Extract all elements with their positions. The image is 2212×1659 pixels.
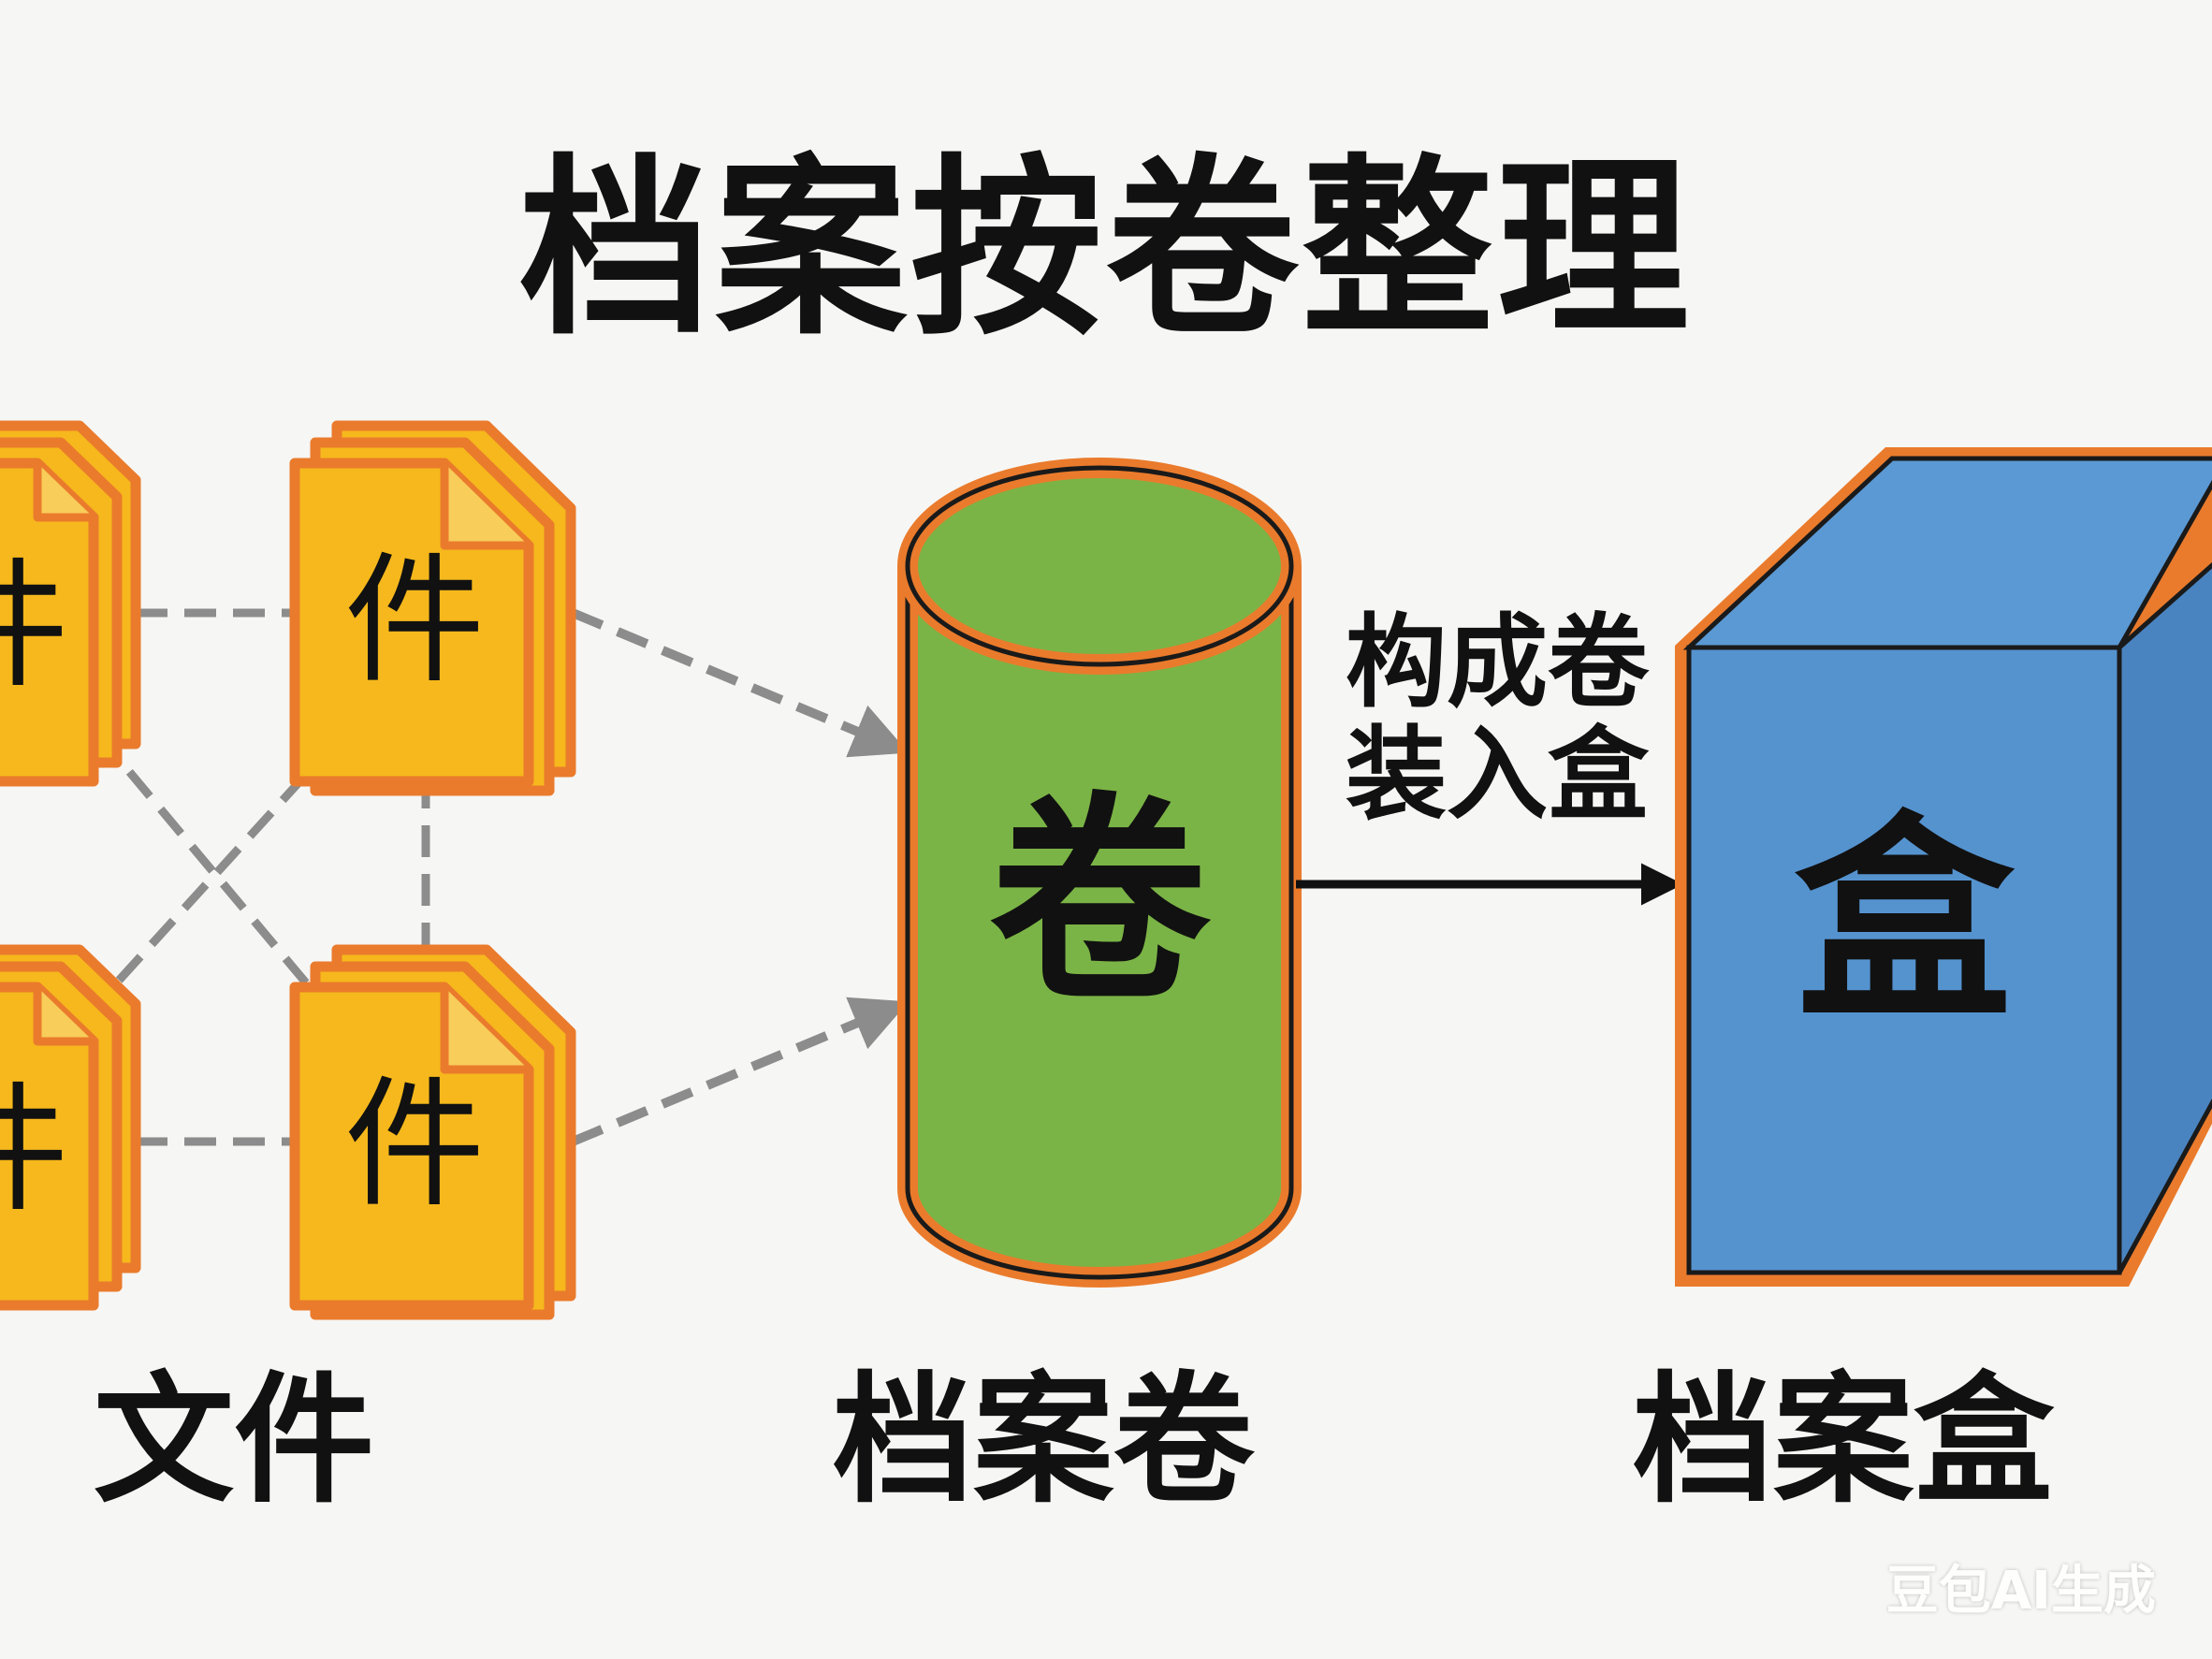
box-front	[1686, 645, 2122, 1275]
document-top-right: 件	[289, 420, 576, 796]
document-glyph: 件	[0, 545, 68, 707]
document-to-volume-arrows	[571, 608, 910, 1146]
box-glyph: 盒	[1795, 793, 2016, 1049]
volume-glyph: 卷	[990, 775, 1212, 1030]
arrow-label-line-2: 装入盒	[1346, 717, 1650, 834]
caption-box: 档案盒	[1633, 1360, 2055, 1522]
document-top-left: 件	[0, 420, 141, 787]
caption-volume: 档案卷	[833, 1360, 1255, 1522]
arrow-bottom-doc-to-volume	[571, 997, 910, 1146]
document-glyph: 件	[0, 1069, 68, 1231]
document-glyph: 件	[344, 540, 485, 703]
arrow-label-line-1: 构成卷	[1346, 604, 1650, 721]
watermark: 豆包AI生成	[1885, 1561, 2156, 1622]
link-diagonal-b	[113, 773, 308, 986]
link-diagonal-a	[95, 732, 317, 995]
caption-documents: 文件	[94, 1360, 375, 1522]
arrow-top-doc-to-volume	[571, 608, 910, 758]
volume-cylinder: 卷	[897, 458, 1302, 1288]
document-glyph: 件	[344, 1064, 485, 1227]
document-links	[95, 608, 430, 1146]
arrow-label: 构成卷 装入盒	[1346, 604, 1650, 834]
archive-box: 盒	[1675, 447, 2212, 1287]
box-side	[2117, 561, 2212, 1274]
diagram-title: 档案按卷整理	[519, 138, 1693, 361]
document-bottom-left: 件	[0, 944, 141, 1311]
box-top	[1682, 456, 2212, 650]
document-bottom-right: 件	[289, 944, 576, 1320]
